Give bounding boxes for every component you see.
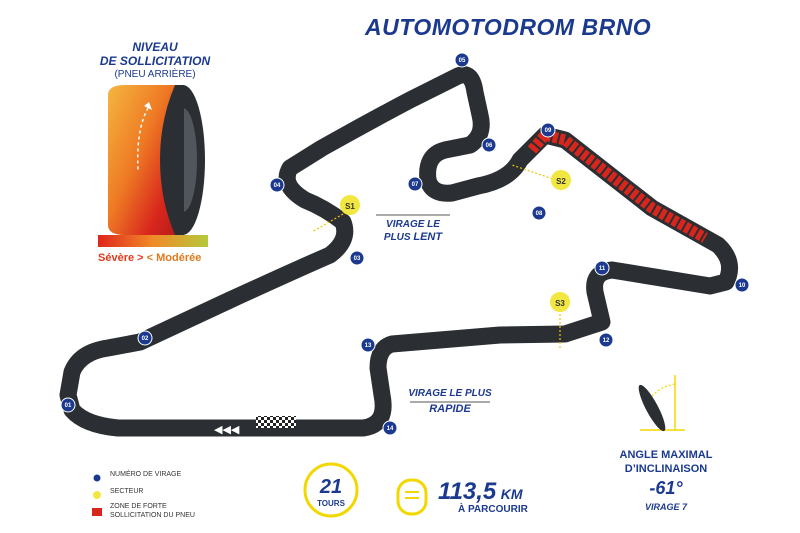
distance-number: 113,5 [438, 478, 497, 505]
svg-text:04: 04 [274, 183, 281, 189]
svg-text:01: 01 [65, 403, 72, 409]
fastest-corner-note: VIRAGE LE PLUS RAPIDE [405, 388, 495, 415]
legend-sector: SECTEUR [110, 488, 144, 495]
lean-angle-value: -61° [649, 478, 683, 498]
svg-text:05: 05 [459, 58, 466, 64]
lean-angle-label-line1: ANGLE MAXIMAL [619, 449, 713, 461]
svg-text:07: 07 [412, 182, 419, 188]
legend: NUMÉRO DE VIRAGE SECTEUR ZONE DE FORTE S… [110, 470, 195, 526]
turn-marker-04: 04 [269, 177, 285, 193]
legend-stress-zone: ZONE DE FORTE SOLLICITATION DU PNEU [110, 503, 195, 519]
direction-arrows: ◀◀◀ [214, 423, 240, 436]
sector-markers: S1 S2 S3 [311, 164, 571, 350]
tyre-heading-sub: (PNEU ARRIÈRE) [114, 69, 196, 80]
tyre-illustration [108, 85, 205, 235]
svg-text:12: 12 [603, 338, 610, 344]
laps-badge [303, 462, 359, 518]
turn-marker-08: 08 [531, 205, 547, 221]
svg-text:S1: S1 [345, 202, 355, 211]
svg-text:02: 02 [142, 336, 149, 342]
svg-text:06: 06 [486, 143, 493, 149]
svg-text:09: 09 [545, 128, 552, 134]
laps-label: TOURS [317, 499, 345, 508]
scale-moderate-label: < Modérée [146, 252, 202, 264]
lean-angle-label-line2: D’INCLINAISON [624, 463, 708, 475]
turn-marker-13: 13 [360, 337, 376, 353]
svg-text:14: 14 [387, 426, 394, 432]
svg-text:11: 11 [599, 266, 606, 272]
fastest-corner-line2: RAPIDE [429, 403, 471, 415]
fastest-corner-line1: VIRAGE LE PLUS [408, 388, 492, 399]
turn-marker-07: 07 [407, 176, 423, 192]
circuit-track [59, 66, 739, 437]
svg-text:13: 13 [365, 343, 372, 349]
slowest-corner-line1: VIRAGE LE [386, 219, 440, 230]
sector-marker-s1: S1 [311, 195, 360, 233]
distance-value: 113,5 KM [438, 478, 523, 506]
svg-text:S2: S2 [556, 177, 566, 186]
turn-marker-03: 03 [349, 250, 365, 266]
laps-value: 21 [319, 476, 343, 498]
turn-marker-09: 09 [540, 122, 556, 138]
page-title: AUTOMOTODROM BRNO [365, 14, 652, 40]
lean-angle-corner: VIRAGE 7 [644, 502, 687, 512]
turn-marker-02: 02 [137, 330, 153, 346]
distance-unit: KM [500, 486, 523, 502]
distance-icon [396, 478, 428, 516]
turn-marker-05: 05 [454, 52, 470, 68]
turn-marker-10: 10 [734, 277, 750, 293]
start-finish-flag [256, 416, 296, 428]
high-stress-zone [527, 128, 708, 243]
turn-marker-14: 14 [382, 420, 398, 436]
slowest-corner-line2: PLUS LENT [383, 231, 443, 243]
legend-swatches [92, 473, 102, 516]
tyre-heading-line2: DE SOLLICITATION [99, 54, 211, 68]
turn-marker-11: 11 [594, 260, 610, 276]
svg-text:10: 10 [739, 283, 746, 289]
distance-label: À PARCOURIR [458, 504, 528, 515]
tyre-heading-line1: NIVEAU [132, 40, 178, 54]
sector-marker-s3: S3 [550, 292, 570, 350]
slowest-corner-note: VIRAGE LE PLUS LENT [372, 219, 454, 244]
lean-angle-icon [638, 375, 685, 432]
turn-marker-12: 12 [598, 332, 614, 348]
legend-turn-number: NUMÉRO DE VIRAGE [110, 471, 182, 478]
svg-text:08: 08 [536, 211, 543, 217]
turn-markers: 01 02 03 04 05 06 07 08 09 10 11 12 13 1… [60, 52, 750, 436]
stress-scale-bar [98, 235, 208, 247]
tyre-stress-heading: NIVEAU DE SOLLICITATION (PNEU ARRIÈRE) [60, 40, 250, 82]
sector-marker-s2: S2 [511, 164, 571, 190]
scale-severe-label: Sévère > [98, 252, 144, 264]
svg-text:03: 03 [354, 256, 361, 262]
stress-scale-labels: Sévère > < Modérée [98, 252, 201, 264]
lean-angle-block: ANGLE MAXIMAL D’INCLINAISON -61° VIRAGE … [596, 448, 736, 514]
turn-marker-06: 06 [481, 137, 497, 153]
turn-marker-01: 01 [60, 397, 76, 413]
svg-text:S3: S3 [555, 299, 565, 308]
